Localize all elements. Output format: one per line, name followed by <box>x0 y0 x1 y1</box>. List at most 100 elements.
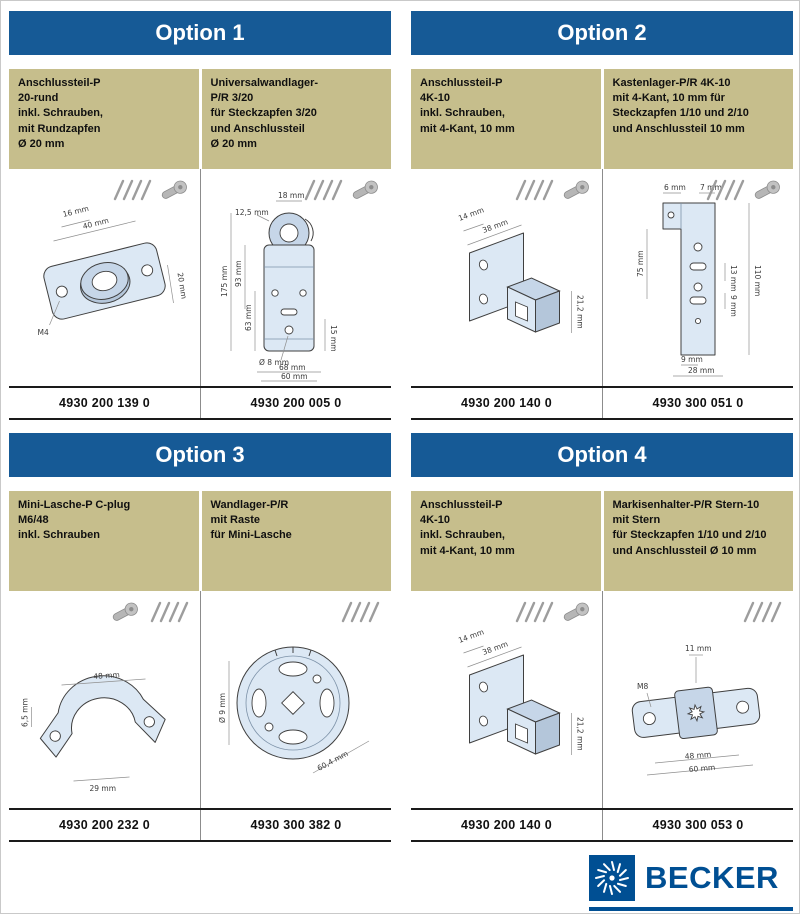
mounting-accessories <box>704 177 783 203</box>
dimension-label: 7 mm <box>700 183 722 192</box>
mounting-accessories <box>741 599 783 625</box>
mounting-accessories <box>339 599 381 625</box>
dimension-label: 11 mm <box>685 644 712 653</box>
part-number: 4930 200 140 0 <box>460 396 553 410</box>
screws-icon <box>113 179 152 201</box>
dimension-label: 60 mm <box>688 763 715 774</box>
screws-icon <box>341 601 380 623</box>
option-4-drawings: 14 mm 38 mm 21,2 mm <box>411 591 793 808</box>
option-4-part-numbers: 4930 200 140 0 4930 300 053 0 <box>411 808 793 842</box>
screws-icon <box>515 179 554 201</box>
screws-icon <box>150 601 189 623</box>
option-2-part-numbers: 4930 200 140 0 4930 300 051 0 <box>411 386 793 420</box>
part-number: 4930 300 053 0 <box>602 810 793 840</box>
option-3-part-numbers: 4930 200 232 0 4930 300 382 0 <box>9 808 391 842</box>
dimension-label: 16 mm <box>62 204 90 219</box>
screws-icon <box>743 601 782 623</box>
dimension-label: 68 mm <box>279 363 306 372</box>
product-description: Wandlager-P/R mit Raste für Mini-Lasche <box>201 491 391 591</box>
brand-name: BECKER <box>645 860 779 895</box>
technical-drawing-markisenhalter-stern: 11 mm M8 48 mm 60 mm <box>602 591 793 808</box>
drawing-canvas: 14 mm 38 mm 21,2 mm <box>457 205 585 333</box>
dimension-label: 38 mm <box>481 639 509 657</box>
dimension-label: 14 mm <box>457 205 485 223</box>
drawing-canvas: Ø 9 mm 60,4 mm <box>218 646 370 774</box>
screws-icon <box>304 179 343 201</box>
part-number: 4930 200 140 0 <box>460 818 553 832</box>
product-description: Mini-Lasche-P C-plug M6/48 inkl. Schraub… <box>9 491 199 591</box>
dowel-icon <box>754 180 780 199</box>
part-number: 4930 200 139 0 <box>58 396 151 410</box>
dimension-label: 75 mm <box>636 250 645 277</box>
dimension-label: 175 mm <box>220 266 229 297</box>
dimension-label: 18 mm <box>278 191 305 200</box>
dimension-label: 110 mm <box>753 265 762 296</box>
option-4-header: Option 4 <box>411 433 793 477</box>
technical-drawing-anschlussteil-20-rund: 16 mm 40 mm 20 mm M4 <box>9 169 200 386</box>
drawing-canvas: 16 mm 40 mm 20 mm M4 <box>38 204 189 337</box>
technical-drawing-anschlussteil-4k: 14 mm 38 mm 21,2 mm <box>411 591 602 808</box>
drawing-canvas: 18 mm 12,5 mm 175 mm 93 mm 63 mm 15 mm Ø… <box>220 191 338 382</box>
technical-drawing-mini-lasche: 48 mm 6,5 mm 29 mm <box>9 591 200 808</box>
dimension-label: 40 mm <box>82 216 110 231</box>
product-description: Kastenlager-P/R 4K-10 mit 4-Kant, 10 mm … <box>603 69 793 169</box>
technical-drawing-anschlussteil-4k: 14 mm 38 mm 21,2 mm <box>411 169 602 386</box>
dimension-label: 60,4 mm <box>316 749 350 773</box>
product-description: Anschlussteil-P 4K-10 inkl. Schrauben, m… <box>411 491 601 591</box>
option-3-section: Option 3 Mini-Lasche-P C-plug M6/48 inkl… <box>9 433 391 842</box>
option-4-section: Option 4 Anschlussteil-P 4K-10 inkl. Sch… <box>411 433 793 842</box>
dimension-label: 13 mm <box>729 265 738 292</box>
screws-icon <box>515 601 554 623</box>
product-description: Universalwandlager- P/R 3/20 für Steckza… <box>201 69 391 169</box>
option-3-drawings: 48 mm 6,5 mm 29 mm <box>9 591 391 808</box>
dimension-label: 14 mm <box>457 627 485 645</box>
becker-logo: BECKER <box>589 853 793 903</box>
drawing-canvas: 11 mm M8 48 mm 60 mm <box>631 644 761 776</box>
dimension-label: 28 mm <box>688 366 715 375</box>
option-1-header: Option 1 <box>9 11 391 55</box>
part-number: 4930 200 232 0 <box>58 818 151 832</box>
dimension-label: 20 mm <box>176 272 189 300</box>
technical-drawing-wandlager-raste: Ø 9 mm 60,4 mm <box>200 591 391 808</box>
dimension-label: 9 mm <box>681 355 703 364</box>
mounting-accessories <box>111 177 190 203</box>
option-4-descriptions: Anschlussteil-P 4K-10 inkl. Schrauben, m… <box>411 491 793 591</box>
dimension-label: 15 mm <box>329 325 338 352</box>
option-1-part-numbers: 4930 200 139 0 4930 200 005 0 <box>9 386 391 420</box>
dimension-label: 29 mm <box>90 784 117 793</box>
dimension-label: 60 mm <box>281 372 308 381</box>
dimension-label: M8 <box>637 682 648 691</box>
dimension-label: 63 mm <box>244 304 253 331</box>
mounting-accessories <box>111 599 190 625</box>
screws-icon <box>706 179 745 201</box>
dimension-label: 93 mm <box>234 260 243 287</box>
product-description: Anschlussteil-P 20-rund inkl. Schrauben,… <box>9 69 199 169</box>
mounting-accessories <box>513 599 592 625</box>
dimension-label: 21,2 mm <box>576 717 585 751</box>
option-2-drawings: 14 mm 38 mm 21,2 mm <box>411 169 793 386</box>
dimension-label: 6 mm <box>664 183 686 192</box>
mounting-accessories <box>513 177 592 203</box>
logo-underline-bar <box>589 907 793 911</box>
option-1-drawings: 16 mm 40 mm 20 mm M4 <box>9 169 391 386</box>
dowel-icon <box>563 180 589 199</box>
dimension-label: 48 mm <box>684 750 711 761</box>
dimension-label: M4 <box>38 328 49 337</box>
part-number: 4930 300 382 0 <box>200 810 391 840</box>
option-3-descriptions: Mini-Lasche-P C-plug M6/48 inkl. Schraub… <box>9 491 391 591</box>
dowel-icon <box>563 602 589 621</box>
dimension-label: 48 mm <box>93 670 120 681</box>
option-2-header: Option 2 <box>411 11 793 55</box>
becker-logo-icon <box>589 855 635 901</box>
option-1-section: Option 1 Anschlussteil-P 20-rund inkl. S… <box>9 11 391 420</box>
dowel-icon <box>161 180 187 199</box>
dowel-icon <box>112 602 138 621</box>
dimension-label: 21,2 mm <box>576 295 585 329</box>
dimension-label: Ø 8 mm <box>259 358 289 367</box>
option-2-section: Option 2 Anschlussteil-P 4K-10 inkl. Sch… <box>411 11 793 420</box>
drawing-canvas: 14 mm 38 mm 21,2 mm <box>457 627 585 755</box>
option-3-header: Option 3 <box>9 433 391 477</box>
dimension-label: Ø 9 mm <box>218 693 227 723</box>
dimension-label: 12,5 mm <box>235 208 269 217</box>
